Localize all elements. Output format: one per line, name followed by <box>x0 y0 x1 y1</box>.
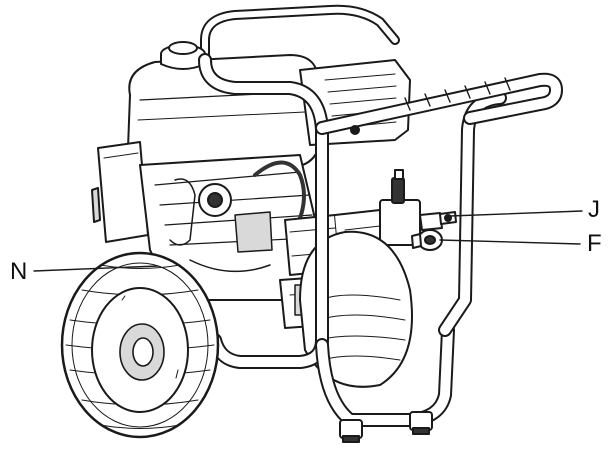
leader-lines <box>33 210 583 272</box>
inlet-fitting <box>411 229 443 251</box>
rear-frame-rail <box>200 4 400 65</box>
air-filter-box <box>91 141 149 243</box>
main-frame-tube <box>198 53 507 427</box>
callout-label-f: F <box>587 230 602 257</box>
callout-label-j: J <box>588 196 600 223</box>
fuel-tank <box>127 54 321 173</box>
frame-feet <box>339 411 433 443</box>
callout-label-n: N <box>10 258 28 285</box>
leader-line-n <box>33 265 159 272</box>
leader-line-j <box>449 210 583 217</box>
leader-line-f <box>439 239 581 245</box>
handle <box>315 72 563 135</box>
outlet-fitting <box>439 211 457 225</box>
front-wheel <box>60 251 220 439</box>
